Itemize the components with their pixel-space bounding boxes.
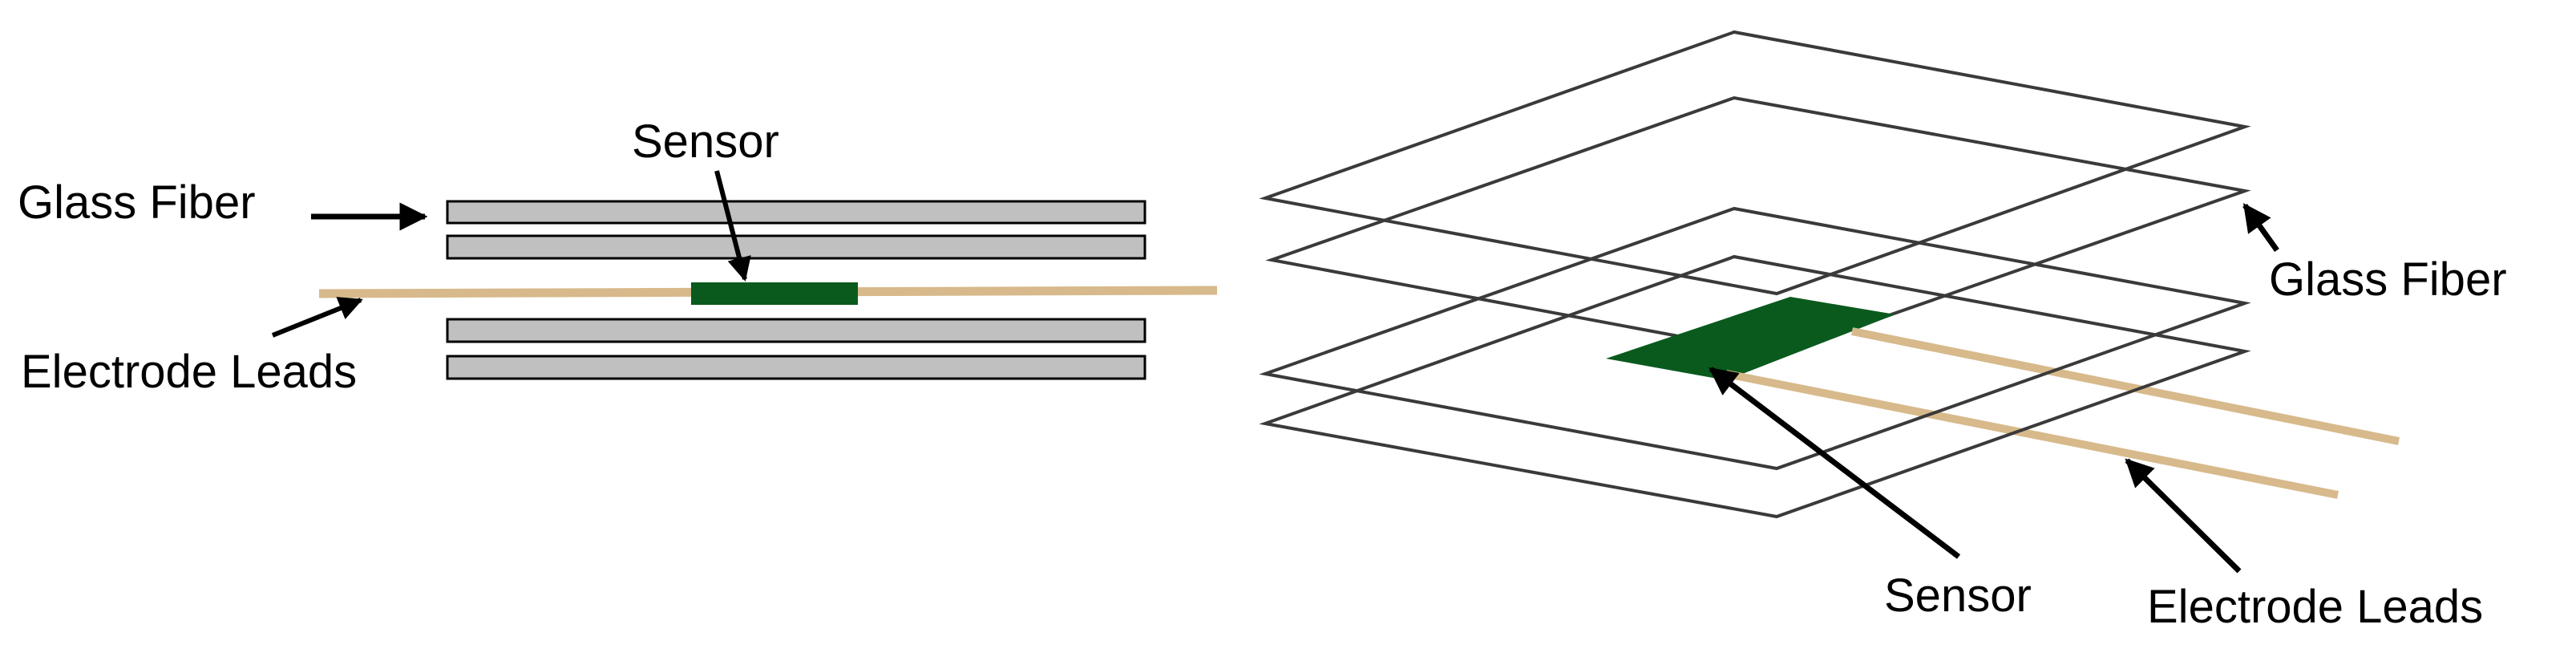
- cross-section-view: Glass Fiber Sensor Electrode Leads: [18, 116, 1218, 398]
- right-electrode-leads-label: Electrode Leads: [2147, 581, 2483, 633]
- right-electrode-lead-2: [1725, 370, 2339, 499]
- right-sensor-arrow: [1709, 367, 1961, 559]
- left-glass-fiber-label: Glass Fiber: [18, 176, 256, 229]
- left-sensor-label: Sensor: [632, 116, 779, 168]
- glass-fiber-sheet-4: [1259, 254, 2251, 519]
- glass-fiber-sheet-1: [1259, 30, 2251, 296]
- right-electrode-leads-arrow: [2125, 458, 2242, 574]
- glass-fiber-layer-1: [446, 200, 1146, 225]
- glass-fiber-layer-4: [446, 355, 1146, 380]
- left-electrode-leads-label: Electrode Leads: [21, 346, 357, 398]
- right-glass-fiber-arrow: [2242, 203, 2279, 253]
- right-sensor-label: Sensor: [1884, 570, 2032, 622]
- right-sensor: [1606, 297, 1895, 380]
- glass-fiber-sheet-2: [1265, 95, 2251, 357]
- exploded-view: Glass Fiber Sensor Electrode Leads: [1259, 30, 2507, 633]
- left-electrode-leads-arrow: [271, 297, 363, 338]
- glass-fiber-layer-2: [446, 234, 1146, 260]
- left-sensor-arrow: [714, 170, 751, 282]
- glass-fiber-layer-3: [446, 318, 1146, 343]
- left-sensor: [691, 282, 858, 305]
- glass-fiber-sheet-3: [1259, 206, 2251, 471]
- right-electrode-lead-1: [1851, 327, 2400, 445]
- right-glass-fiber-label: Glass Fiber: [2269, 253, 2507, 306]
